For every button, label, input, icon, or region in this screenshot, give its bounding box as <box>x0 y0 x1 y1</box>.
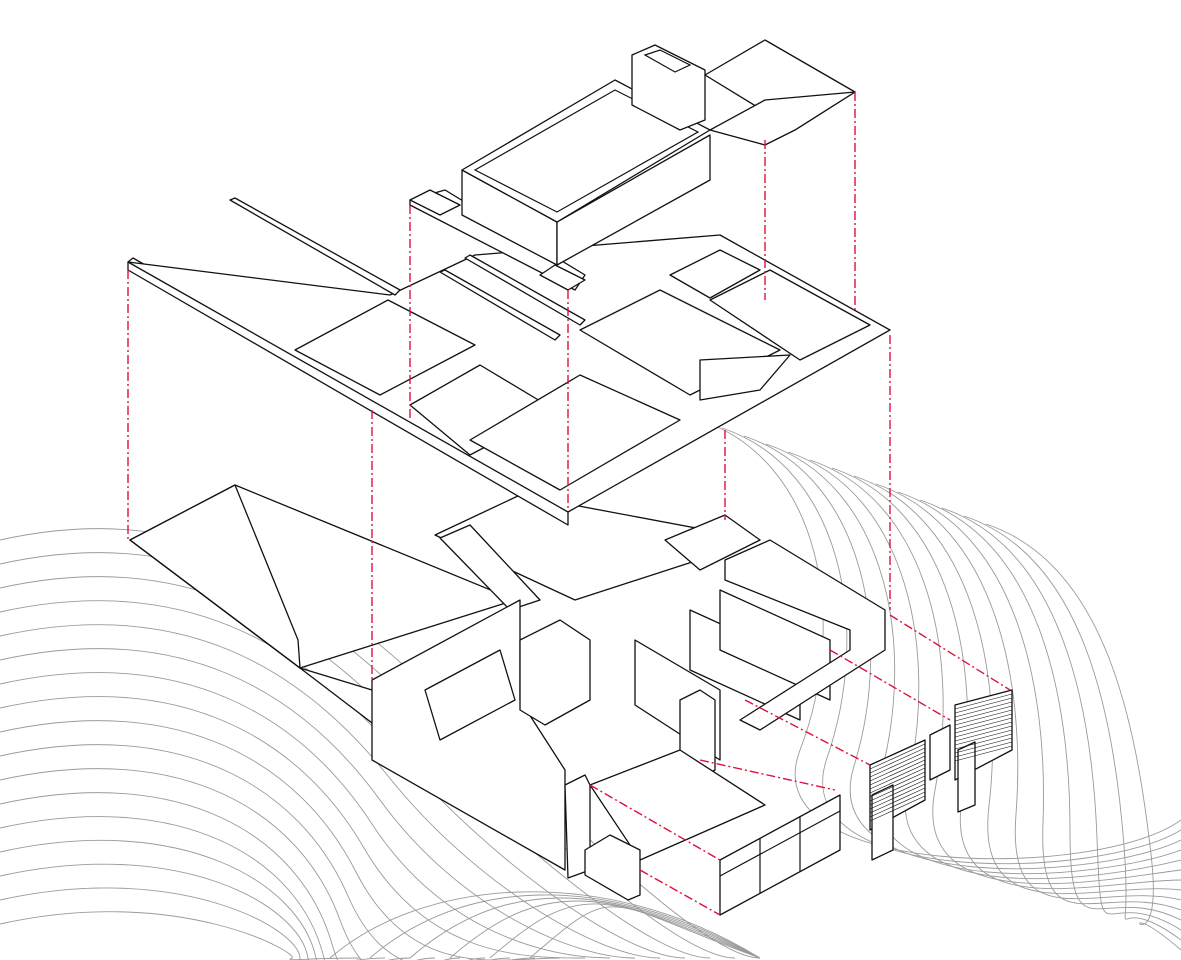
contour-line <box>743 435 1181 870</box>
louvre-slat <box>954 721 1013 738</box>
louvre-slat <box>954 713 1013 730</box>
contour-line <box>0 911 361 960</box>
beam-strip <box>464 254 586 326</box>
roof-volume <box>409 39 856 291</box>
projection-line <box>639 869 721 916</box>
louvre-slat <box>954 709 1013 726</box>
beam-strip <box>229 197 401 296</box>
contour-line <box>875 483 1181 901</box>
louvre-slat <box>954 729 1013 746</box>
louvre-slat <box>954 737 1013 754</box>
interior-wall-3 <box>719 589 831 701</box>
box-front <box>556 134 711 266</box>
roof-frame <box>127 189 891 526</box>
contour-line <box>853 475 1181 895</box>
contour-line <box>0 863 411 960</box>
contour-line <box>529 906 761 959</box>
projection-line <box>744 699 871 766</box>
contour-line <box>489 903 761 959</box>
projection-lines <box>127 92 1011 916</box>
stair-block <box>439 524 541 611</box>
frame-bay <box>669 249 761 299</box>
box-top-inset <box>473 89 700 213</box>
transom <box>719 810 841 877</box>
contour-line <box>985 523 1181 951</box>
stair-grille <box>664 514 761 571</box>
ground-floor <box>129 484 1013 916</box>
chimney-opening <box>643 49 692 73</box>
louvre-slat <box>869 779 926 806</box>
terrain-contours <box>0 419 1181 960</box>
louvre-slat <box>869 763 926 790</box>
contour-line <box>0 648 636 959</box>
contour-line <box>919 499 1181 921</box>
louvre-slat <box>869 787 926 814</box>
contour-line <box>0 839 436 960</box>
beam-strip <box>439 269 561 341</box>
louvre-slat <box>869 767 926 794</box>
frame-slab <box>127 234 891 513</box>
frame-bay <box>294 299 476 396</box>
contour-line <box>699 419 1181 860</box>
louvre-slat <box>954 741 1013 758</box>
entry-wall <box>564 774 591 879</box>
contour-line <box>721 427 1181 865</box>
kitchen-counter <box>424 649 516 741</box>
right-wall <box>724 539 886 731</box>
core-box <box>519 619 591 726</box>
glass-door <box>929 724 951 781</box>
contour-line <box>0 624 661 959</box>
louvre-slat <box>869 747 926 774</box>
louvre-slat <box>954 697 1013 714</box>
projection-line <box>699 759 836 791</box>
contour-line <box>809 459 1181 885</box>
louvre-slat <box>869 751 926 778</box>
projection-line <box>889 614 1011 691</box>
louvre-slat <box>869 795 926 822</box>
louvre-slat <box>954 717 1013 734</box>
louvre-lines <box>869 693 1013 822</box>
contour-line <box>0 792 486 960</box>
contour-line <box>369 894 761 959</box>
louvre-slat <box>869 771 926 798</box>
contour-line <box>0 816 461 960</box>
contour-line <box>0 768 511 960</box>
contour-line <box>0 744 536 960</box>
louvre-slat <box>954 725 1013 742</box>
contour-line <box>941 507 1181 931</box>
louvre-slat <box>869 783 926 810</box>
frame-bay <box>469 374 681 491</box>
louvre-slat <box>869 775 926 802</box>
louvre-slat <box>954 701 1013 718</box>
small-plate <box>409 189 461 216</box>
contour-line <box>963 515 1181 941</box>
frame-bay <box>699 354 791 401</box>
projection-line <box>829 649 951 721</box>
contour-line <box>0 696 586 959</box>
small-plate <box>539 264 586 291</box>
patio-slab <box>589 749 766 861</box>
contour-line <box>0 887 386 960</box>
louvre-slat <box>954 745 1013 762</box>
contour-line <box>449 900 761 959</box>
contour-line <box>0 672 611 959</box>
contour-line <box>329 891 761 959</box>
louvre-door-1 <box>871 784 894 861</box>
contour-line <box>409 897 761 959</box>
louvre-slat <box>954 705 1013 722</box>
louvre-slat <box>869 755 926 782</box>
projection-line <box>589 784 721 861</box>
louvre-slat <box>954 733 1013 750</box>
roof-plate-strip <box>709 91 856 146</box>
contour-line <box>897 491 1181 911</box>
louvre-slat <box>869 791 926 818</box>
louvre-slat <box>869 743 926 770</box>
louvre-slat <box>954 693 1013 710</box>
main-wall-left <box>371 599 566 871</box>
louvre-door-2 <box>957 741 976 813</box>
louvre-slat <box>869 759 926 786</box>
frame-bay <box>709 269 871 361</box>
planter-box <box>584 834 641 901</box>
